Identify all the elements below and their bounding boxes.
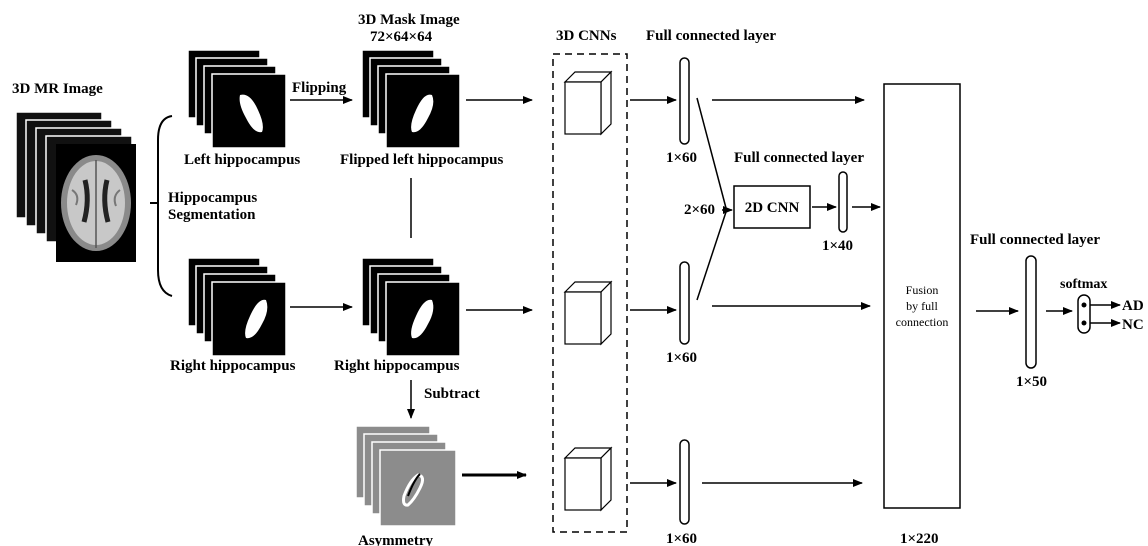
right-hippocampus-copy-stack xyxy=(362,258,460,356)
cnn-cube-bottom xyxy=(565,448,611,510)
fc-final-dim: 1×50 xyxy=(1016,374,1047,390)
right-hippocampus-copy-label: Right hippocampus xyxy=(334,358,460,374)
mr-image-title: 3D MR Image xyxy=(12,81,103,97)
right-hippocampus-label: Right hippocampus xyxy=(170,358,296,374)
cnn3d-title: 3D CNNs xyxy=(556,28,617,44)
asymmetry-stack xyxy=(356,426,456,526)
mask-dims: 72×64×64 xyxy=(370,29,433,45)
fc-bar-3 xyxy=(680,440,689,524)
fc-bar-2 xyxy=(680,262,689,344)
fc-bar-2-dim: 1×60 xyxy=(666,350,697,366)
output-nc: NC xyxy=(1122,317,1144,333)
fc-mid-title: Full connected layer xyxy=(734,150,864,166)
asymmetry-label: Asymmetry xyxy=(358,533,433,546)
segmentation-label-1: Hippocampus xyxy=(168,190,257,206)
cnn-cube-top xyxy=(565,72,611,134)
right-hippocampus-stack xyxy=(188,258,286,356)
cnn-cube-mid xyxy=(565,282,611,344)
left-hippocampus-label: Left hippocampus xyxy=(184,152,300,168)
fc-bar-1-dim: 1×60 xyxy=(666,150,697,166)
fc-bar-3-dim: 1×60 xyxy=(666,531,697,546)
segmentation-brace xyxy=(158,116,172,296)
fc-final-bar xyxy=(1026,256,1036,368)
flipping-label: Flipping xyxy=(292,80,347,96)
softmax-label: softmax xyxy=(1060,277,1107,292)
segmentation-label-2: Segmentation xyxy=(168,207,256,223)
fc-mid-bar xyxy=(839,172,847,232)
fusion-line2: by full xyxy=(906,299,938,313)
fusion-line1: Fusion xyxy=(906,283,939,297)
subtract-label: Subtract xyxy=(424,386,480,402)
fc-top-title: Full connected layer xyxy=(646,28,776,44)
flipped-left-label: Flipped left hippocampus xyxy=(340,152,504,168)
output-ad: AD xyxy=(1122,298,1144,314)
softmax-node xyxy=(1078,295,1090,333)
mask-title: 3D Mask Image xyxy=(358,12,460,28)
mr-image-stack xyxy=(16,112,136,262)
fusion-dim: 1×220 xyxy=(900,531,939,546)
flipped-left-stack xyxy=(362,50,460,148)
fc-mid-dim: 1×40 xyxy=(822,238,853,254)
left-hippocampus-stack xyxy=(188,50,286,148)
fusion-line3: connection xyxy=(896,315,949,329)
fc-final-title: Full connected layer xyxy=(970,232,1100,248)
concat-label: 2×60 xyxy=(684,202,715,218)
fc-bar-1 xyxy=(680,58,689,144)
cnn2d-label: 2D CNN xyxy=(745,200,800,216)
